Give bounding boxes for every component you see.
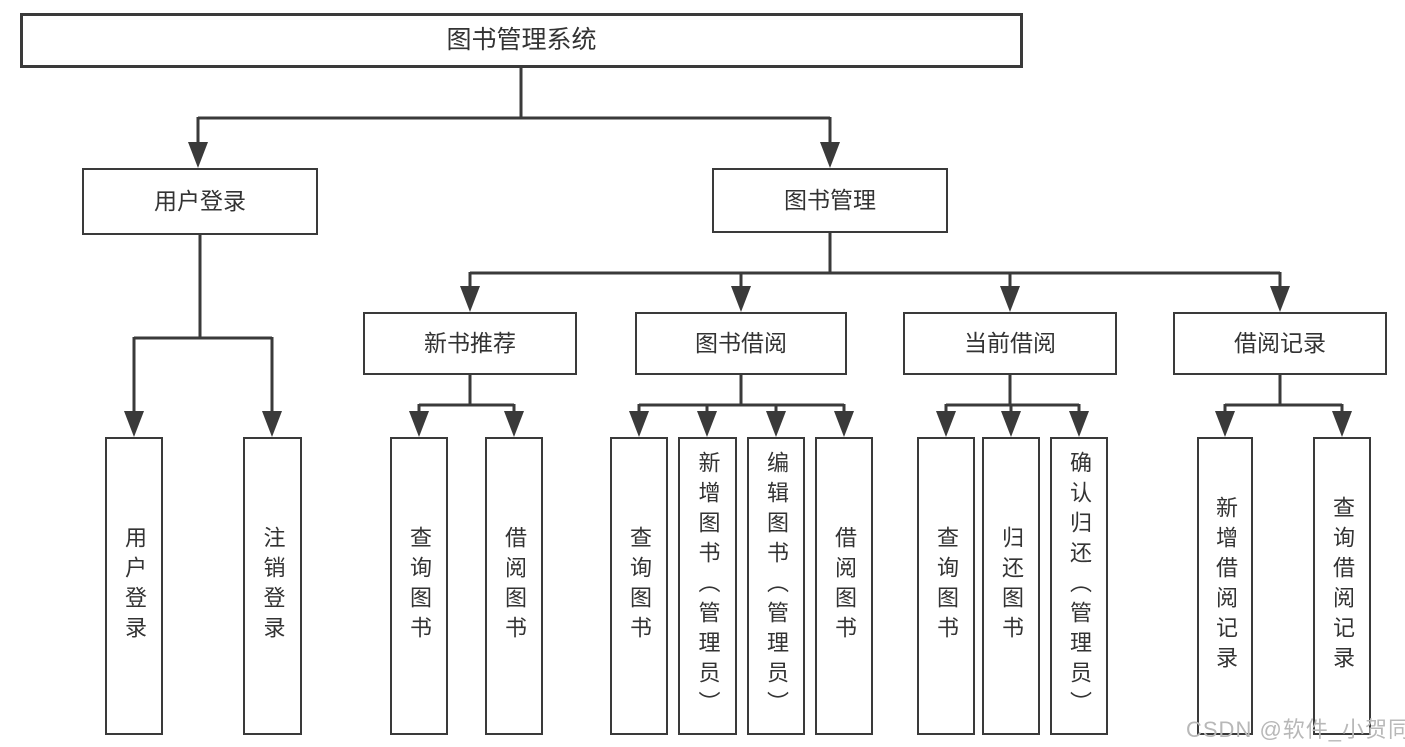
node-label: 查询图书	[934, 526, 959, 646]
watermark: CSDN @软件_小贺同学	[1186, 717, 1405, 742]
node-label: 新增借阅记录	[1213, 496, 1238, 676]
node-current-borrowing: 当前借阅	[903, 312, 1117, 375]
node-label: 借阅图书	[502, 526, 527, 646]
arrowhead-icon	[409, 411, 429, 437]
connector-path	[417, 375, 516, 419]
arrowhead-icon	[460, 286, 480, 312]
connector-path	[132, 235, 274, 419]
node-label: 当前借阅	[964, 330, 1056, 357]
arrowhead-icon	[188, 142, 208, 168]
node-label: 查询图书	[627, 526, 652, 646]
connector-path	[468, 233, 1282, 294]
node-add-book-admin: 新增图书（管理员）	[678, 437, 737, 735]
arrowhead-icon	[1332, 411, 1352, 437]
arrowhead-icon	[1000, 286, 1020, 312]
node-label: 查询借阅记录	[1330, 496, 1355, 676]
node-return-book: 归还图书	[982, 437, 1040, 735]
arrowhead-icon	[1001, 411, 1021, 437]
node-borrowing-records: 借阅记录	[1173, 312, 1387, 375]
node-label: 注销登录	[260, 526, 286, 646]
node-new-book-recommend: 新书推荐	[363, 312, 577, 375]
node-edit-book-admin: 编辑图书（管理员）	[747, 437, 805, 735]
node-borrow-book-recommend: 借阅图书	[485, 437, 543, 735]
arrowhead-icon	[834, 411, 854, 437]
arrowhead-icon	[936, 411, 956, 437]
node-label: 编辑图书（管理员）	[764, 451, 789, 721]
arrowhead-icon	[1069, 411, 1089, 437]
node-label: 用户登录	[154, 188, 246, 215]
node-user-login-action: 用户登录	[105, 437, 163, 735]
node-search-borrow-record: 查询借阅记录	[1313, 437, 1371, 735]
node-book-management: 图书管理	[712, 168, 948, 233]
node-book-borrowing: 图书借阅	[635, 312, 847, 375]
arrowhead-icon	[1270, 286, 1290, 312]
arrowhead-icon	[629, 411, 649, 437]
connector-path	[944, 375, 1081, 419]
arrowhead-icon	[820, 142, 840, 168]
node-logout-action: 注销登录	[243, 437, 302, 735]
node-label: 借阅记录	[1234, 330, 1326, 357]
node-borrow-book-action: 借阅图书	[815, 437, 873, 735]
connector-path	[196, 68, 832, 150]
node-root: 图书管理系统	[20, 13, 1023, 68]
node-label: 新增图书（管理员）	[695, 451, 721, 721]
arrowhead-icon	[504, 411, 524, 437]
arrowhead-icon	[731, 286, 751, 312]
node-label: 新书推荐	[424, 330, 516, 357]
connector-path	[637, 375, 846, 419]
node-user-login: 用户登录	[82, 168, 318, 235]
arrowhead-icon	[1215, 411, 1235, 437]
node-label: 查询图书	[407, 526, 432, 646]
node-label: 确认归还（管理员）	[1067, 451, 1092, 721]
node-add-borrow-record: 新增借阅记录	[1197, 437, 1253, 735]
node-search-book-current: 查询图书	[917, 437, 975, 735]
connector-path	[1223, 375, 1344, 419]
arrowhead-icon	[697, 411, 717, 437]
node-label: 图书管理系统	[446, 25, 597, 54]
node-search-book-recommend: 查询图书	[390, 437, 448, 735]
node-search-book-borrow: 查询图书	[610, 437, 668, 735]
node-confirm-return-admin: 确认归还（管理员）	[1050, 437, 1108, 735]
node-label: 用户登录	[122, 526, 147, 646]
arrowhead-icon	[124, 411, 144, 437]
node-label: 图书管理	[784, 187, 876, 214]
arrowhead-icon	[766, 411, 786, 437]
arrowhead-icon	[262, 411, 282, 437]
node-label: 图书借阅	[695, 330, 787, 357]
node-label: 归还图书	[999, 526, 1024, 646]
node-label: 借阅图书	[832, 526, 857, 646]
